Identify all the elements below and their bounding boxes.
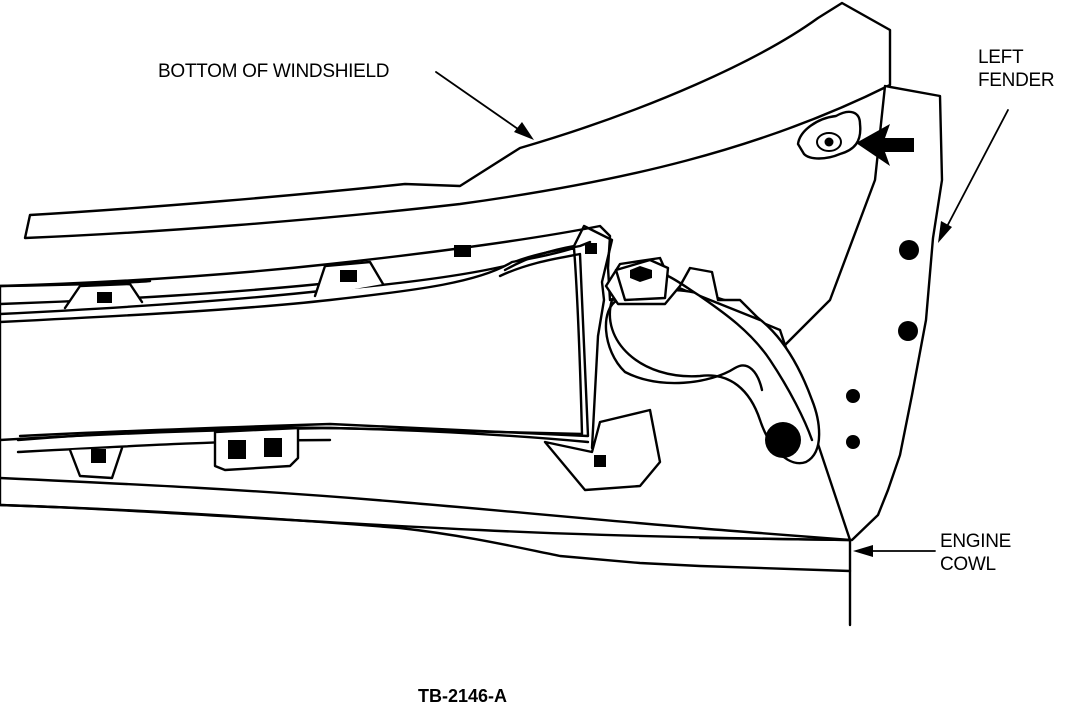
slot-upper-2 (340, 270, 357, 282)
cowl-label-line-2: COWL (940, 554, 996, 575)
windshield-leader-arrowhead (514, 122, 534, 140)
slot-lower-4 (594, 455, 606, 467)
lower-rail (16, 426, 590, 444)
cowl-label: ENGINE COWL (940, 530, 1011, 576)
fender-bolt-hole-2 (898, 321, 918, 341)
opening-top-flange (503, 224, 614, 450)
fender-label-line-1: LEFT (978, 47, 1024, 68)
slot-lower-1 (91, 449, 106, 463)
fender-label-line-2: FENDER (978, 70, 1055, 91)
opening-outline (18, 252, 590, 438)
fender-bolt-hole-4 (846, 435, 860, 449)
slot-upper-3 (454, 245, 471, 257)
windshield-leader-line (435, 71, 529, 137)
fender-bolt-hole-1 (899, 240, 919, 260)
cowl-label-line-1: ENGINE (940, 531, 1012, 552)
upper-rail (0, 279, 152, 288)
wiper-link-slot (630, 266, 652, 282)
wiper-pivot-hole (765, 422, 801, 458)
slot-lower-2 (228, 440, 246, 459)
windshield-label: BOTTOM OF WINDSHIELD (158, 61, 390, 82)
fender-leader-line (941, 109, 1009, 237)
windshield-bottom-strip (23, 1, 892, 240)
slot-upper-1 (97, 292, 112, 303)
figure-id: TB-2146-A (418, 686, 508, 706)
lower-cowl-rim (0, 476, 852, 542)
lower-tab-double (213, 426, 300, 472)
fender-leader-arrowhead (938, 221, 952, 243)
clip-bolt (824, 137, 834, 147)
fender-bolt-hole-3 (846, 389, 860, 403)
slot-upper-4 (585, 243, 597, 254)
cowl-leader-arrowhead (853, 545, 873, 557)
attention-arrow (856, 124, 914, 166)
upper-rail-inner-edge (0, 282, 322, 306)
upper-rail-lower-edge (0, 240, 592, 316)
wiper-pivot-outline (604, 298, 764, 392)
fender-label: LEFT FENDER (978, 46, 1055, 92)
slot-lower-3 (264, 438, 282, 457)
lower-cowl-face (0, 503, 852, 573)
wiper-arm-edge (698, 294, 814, 442)
lower-bracket (543, 408, 662, 492)
